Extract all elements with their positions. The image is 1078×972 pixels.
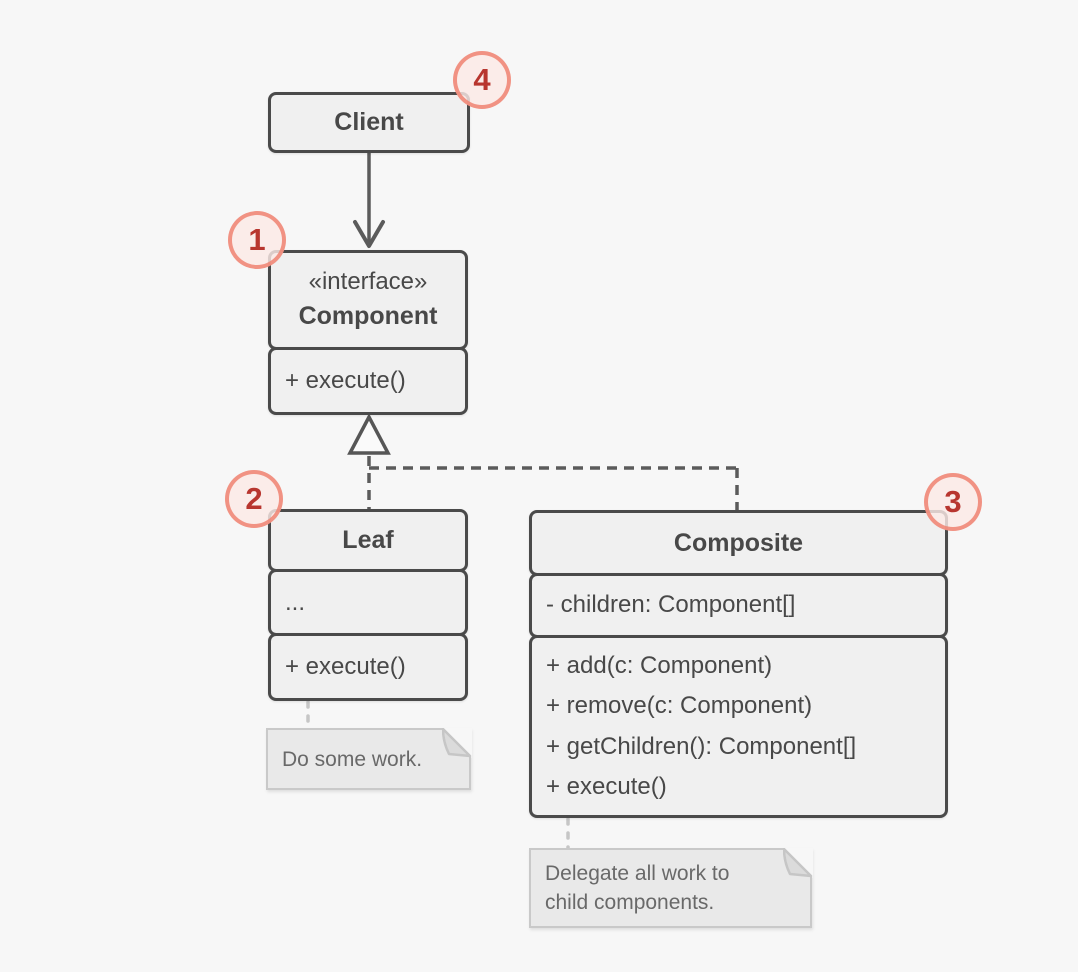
- attribute-row: ...: [285, 588, 306, 616]
- class-name: Composite: [673, 528, 804, 557]
- class-component: «interface» Component + execute(): [268, 250, 468, 415]
- class-client: Client: [268, 92, 470, 153]
- note-fold-icon: [441, 727, 472, 758]
- class-composite-title: Composite: [529, 510, 948, 576]
- class-client-title: Client: [268, 92, 470, 153]
- class-composite-attributes: - children: Component[]: [529, 573, 948, 638]
- badge-number: 2: [245, 481, 263, 516]
- badge-4: 4: [453, 51, 511, 109]
- class-name: Component: [298, 302, 438, 330]
- note-composite: Delegate all work to child components.: [529, 847, 813, 928]
- method-row: + add(c: Component): [546, 651, 773, 679]
- class-composite-methods: + add(c: Component) + remove(c: Componen…: [529, 635, 948, 818]
- method-row: + execute(): [546, 773, 667, 800]
- note-leaf: Do some work.: [266, 727, 472, 790]
- stereotype-label: «interface»: [308, 268, 428, 295]
- badge-number: 4: [473, 62, 491, 97]
- class-leaf-title: Leaf: [268, 509, 468, 572]
- attribute-row: - children: Component[]: [546, 591, 796, 619]
- class-leaf: Leaf ... + execute(): [268, 509, 468, 701]
- method-row: + execute(): [285, 653, 406, 680]
- badge-number: 1: [248, 222, 266, 257]
- note-fold-icon: [782, 847, 813, 878]
- class-leaf-methods: + execute(): [268, 633, 468, 701]
- badge-3: 3: [924, 473, 982, 531]
- class-name: Leaf: [342, 526, 394, 554]
- method-row: + execute(): [285, 367, 406, 394]
- class-composite: Composite - children: Component[] + add(…: [529, 510, 948, 818]
- class-leaf-attributes: ...: [268, 569, 468, 636]
- note-text: Delegate all work to child components.: [545, 862, 730, 914]
- method-row: + remove(c: Component): [546, 692, 813, 719]
- badge-1: 1: [228, 211, 286, 269]
- class-name: Client: [334, 108, 404, 136]
- badge-2: 2: [225, 470, 283, 528]
- method-row: + getChildren(): Component[]: [546, 732, 857, 760]
- class-component-methods: + execute(): [268, 347, 468, 415]
- badge-number: 3: [944, 484, 962, 519]
- note-text: Do some work.: [282, 747, 423, 771]
- arrowhead-down-icon: [353, 220, 385, 248]
- inheritance-triangle-icon: [347, 413, 391, 455]
- class-component-title: «interface» Component: [268, 250, 468, 350]
